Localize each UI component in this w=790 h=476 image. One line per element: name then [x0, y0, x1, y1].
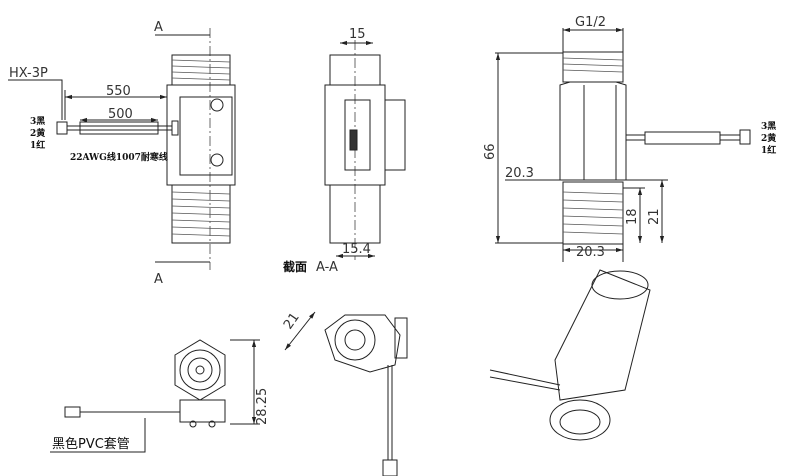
thread-label: G1/2 — [575, 15, 606, 30]
dim-length: 66 — [483, 143, 498, 160]
sleeve-label: 黑色PVC套管 — [52, 436, 130, 452]
section-title: A-A — [316, 260, 338, 275]
section-mark-top: A — [154, 20, 163, 35]
side-wire-label-yellow: 2黄 — [761, 132, 776, 144]
front-view: A A HX-3P 550 500 3黑 2黄 1红 22AWG线1007耐寒线 — [8, 20, 236, 287]
dim-section-bottom: 15.4 — [342, 242, 371, 257]
dim-hex: 20.3 — [505, 166, 534, 181]
connector-label: HX-3P — [9, 66, 48, 81]
dim-sleeve-length: 500 — [108, 107, 133, 122]
dim-section-top: 15 — [349, 27, 366, 42]
dim-end: 21 — [647, 208, 662, 225]
wire-label-yellow: 2黄 — [30, 127, 45, 139]
dim-height: 28.25 — [255, 388, 270, 425]
dim-thread-length: 18 — [625, 208, 640, 225]
isometric-view — [489, 269, 651, 441]
dim-thread-width: 20.3 — [576, 245, 605, 260]
section-title-bold: 截面 — [283, 259, 307, 274]
side-wire-label-red: 1红 — [761, 144, 776, 156]
side-wire-label-black: 3黑 — [761, 121, 776, 132]
section-mark-bottom: A — [154, 272, 163, 287]
side-view: 3黑 2黄 1红 G1/2 66 20.3 20.3 18 21 — [483, 15, 776, 262]
dim-diagonal: 21 — [281, 310, 303, 332]
section-view: 15 15.4 截面 A-A — [283, 27, 406, 275]
wire-label-black: 3黑 — [30, 116, 45, 127]
dim-cable-length: 550 — [106, 84, 131, 99]
end-view: 28.25 黑色PVC套管 — [50, 339, 270, 453]
wire-label-red: 1红 — [30, 139, 45, 151]
cable-spec: 22AWG线1007耐寒线 — [70, 151, 168, 163]
isometric-end-view: 21 — [281, 310, 408, 476]
